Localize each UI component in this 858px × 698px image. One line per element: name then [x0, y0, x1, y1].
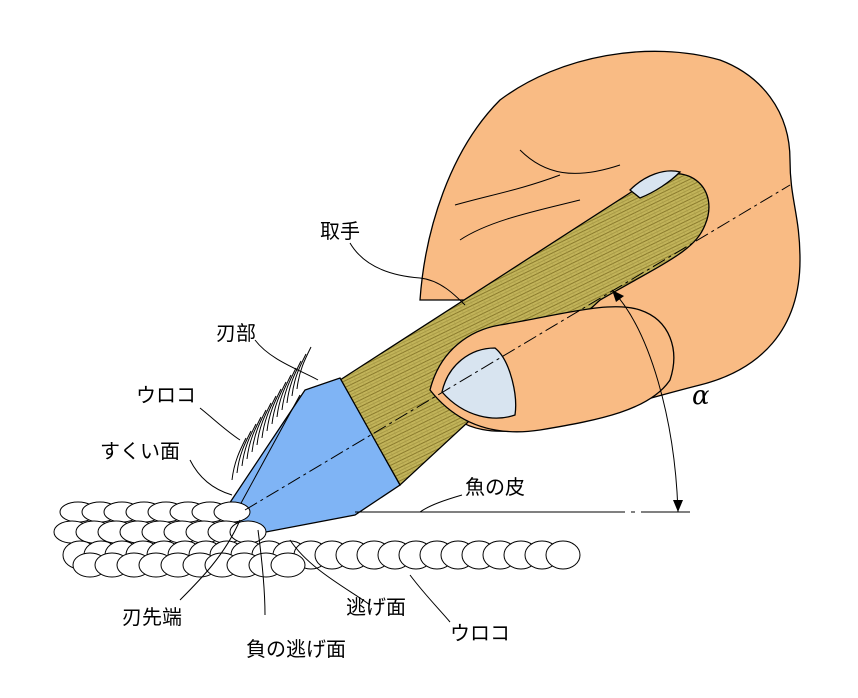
leader-scoop-face [189, 459, 233, 496]
label-angle-alpha: α [692, 381, 710, 411]
leader-lines [179, 242, 466, 623]
leader-relief [289, 539, 371, 606]
lifted-scale-flake [286, 360, 302, 404]
lifted-scale-flake [291, 353, 307, 397]
lifted-scale-flake [241, 423, 257, 467]
lifted-scale-flake [256, 402, 272, 446]
leader-scale-bottom [409, 574, 451, 623]
angle-arrow-top [612, 290, 624, 302]
leader-blade [254, 339, 319, 381]
blade-edge-line [239, 394, 301, 506]
label-fish-skin: 魚の皮 [465, 475, 525, 499]
leader-scale-top [199, 407, 241, 441]
fingernail-top [629, 170, 682, 199]
label-blade-tip: 刃先端 [122, 605, 182, 629]
label-negative-relief-face: 負の逃げ面 [246, 637, 346, 661]
angle-arc [611, 289, 679, 513]
label-relief-face: 逃げ面 [346, 595, 406, 619]
fish-scale [213, 501, 251, 523]
label-scale-bottom: ウロコ [450, 621, 510, 645]
lifted-scale-flake [231, 437, 247, 481]
lifted-scale-flake [271, 381, 287, 425]
lifted-scale-flake [236, 430, 252, 474]
lifted-scale-flake [261, 395, 277, 439]
fish-scale [270, 552, 306, 578]
leader-fish-skin [419, 494, 463, 513]
angle-arrow-bottom [673, 500, 683, 512]
label-handle: 取手 [320, 219, 360, 243]
label-scoop-face: すくい面 [100, 439, 180, 463]
lifted-scale-flake [276, 374, 292, 418]
leader-handle [349, 242, 466, 306]
thumbnail [441, 347, 517, 419]
finger-curl [459, 199, 581, 241]
finger-crease [454, 174, 561, 206]
lifted-scale-flake [266, 388, 282, 432]
lifted-scales [231, 346, 312, 481]
label-blade: 刃部 [216, 321, 256, 345]
label-scale-top: ウロコ [136, 383, 196, 407]
leader-blade-tip [179, 519, 241, 601]
knuckle-crease [519, 149, 621, 174]
fish-scale [545, 540, 581, 570]
thumb [429, 306, 675, 433]
leader-negative-relief [257, 529, 266, 616]
lifted-scale-flake [296, 346, 312, 390]
lifted-scale-flake [251, 409, 267, 453]
lifted-scale-flake [246, 416, 262, 460]
fish-scale [229, 520, 267, 544]
lifted-scale-flake [281, 367, 297, 411]
tool-axis-line [244, 184, 791, 511]
fish-skin-scales [53, 501, 581, 578]
